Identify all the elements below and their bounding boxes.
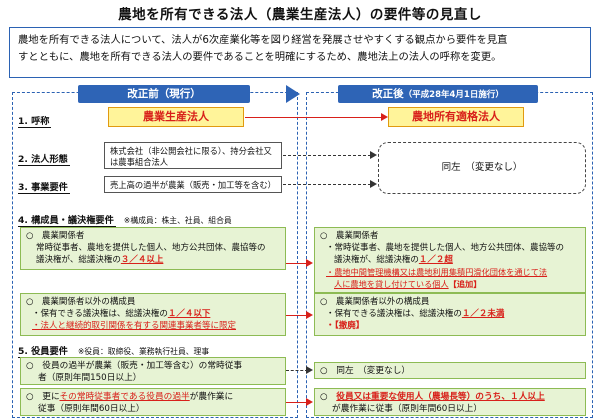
page-title: 農地を所有できる法人（農業生産法人）の要件等の見直し [118,7,482,23]
after-farm-line-1: ・常時従事者、農地を提供した個人、地方公共団体、農協等の [326,243,565,253]
before-form-line-2: は農事組合法人 [110,157,169,167]
after-farm-title: ○ 農業関係者 [320,231,379,241]
after-farm-box: ○ 農業関係者 ・常時従事者、農地を提供した個人、地方公共団体、農協等の 議決権… [314,227,586,293]
after-other-title: ○ 農業関係者以外の構成員 [320,297,430,307]
before-form-line-1: 株式会社（非公開会社に限る）、持分会社又 [110,146,272,156]
before-farm-title: ○ 農業関係者 [26,231,85,241]
after-farm-added: 【追加】 [448,279,482,289]
farm-arrow-line [286,263,308,264]
after-officers-box-1: ○ 同左 （変更なし） [314,362,586,379]
header-arrow-icon [286,85,300,103]
before-other-value: １／４以下 [167,309,211,319]
section-business-label: 3. 事業要件 [18,182,70,194]
before-farm-line-1: 常時従事者、農地を提供した個人、地方公共団体、農協等の [36,243,266,253]
after-other-box: ○ 農業関係者以外の構成員 ・保有できる議決権は、総議決権の１／２未満 ・【撤廃… [314,293,586,336]
before-farm-line-2: 議決権が、総議決権の３／４以上 [36,255,164,265]
before-officers-2-red: その常時従事者である役員の過半 [59,392,190,402]
business-arrow-icon [370,180,377,188]
after-header-date: （平成28年4月1日施行） [403,90,504,100]
intro-line-2: すとともに、農地を所有できる法人の要件であることを明確にするため、農地法上の法人… [18,51,502,63]
section-members-label: 4. 構成員・議決権要件※構成員：株主、社員、組合員 [18,215,232,227]
after-farm-line-4: 人に農地を貸し付けている個人【追加】 [334,279,482,289]
form-arrow-line [283,155,371,156]
after-other-line-1: ・保有できる議決権は、総議決権の１／２未満 [326,309,505,319]
other-arrow-icon [306,311,313,319]
intro-box: 農地を所有できる法人について、法人が6次産業化等を図り経営を発展させやすくする観… [9,27,591,78]
members-note: ※構成員：株主、社員、組合員 [123,216,232,225]
after-other-removed: ・【撤廃】 [326,321,365,331]
other-arrow-line [286,315,308,316]
before-farm-box: ○ 農業関係者 常時従事者、農地を提供した個人、地方公共団体、農協等の 議決権が… [20,227,286,270]
before-officers-2-line-2: 従事（原則年間60日以上） [38,404,145,414]
after-officers-2-line-1: ○ 役員又は重要な使用人（農場長等）のうち、１人以上 [320,392,545,402]
before-officers-box-1: ○ 役員の過半が農業（販売・加工等含む）の常時従事 者（原則年間150日以上） [20,357,286,385]
officers-arrow-icon-1 [306,366,313,374]
after-header: 改正後（平成28年4月1日施行） [338,85,538,103]
section-form-label: 2. 法人形態 [18,154,70,166]
after-name-box: 農地所有適格法人 [388,107,524,127]
after-other-value: １／２未満 [461,309,505,319]
farm-arrow-icon [306,259,313,267]
before-other-line-2: ・法人と継続的取引関係を有する関連事業者等に限定 [32,321,237,331]
after-farm-value: １／２超 [418,255,453,265]
section-name-label: 1. 呼称 [18,116,52,128]
before-header: 改正前（現行） [78,85,250,103]
after-header-label: 改正後 [372,88,404,100]
officers-arrow-line-2 [286,402,308,403]
before-other-line-1: ・保有できる議決権は、総議決権の１／４以下 [32,309,211,319]
same-no-change-oval: 同左 （変更なし） [378,142,586,194]
before-business-box: 売上高の過半が農業（販売・加工等を含む） [104,176,282,193]
before-header-label: 改正前（現行） [127,88,201,100]
after-officers-2-line-2: が農作業に従事（原則年間60日以上） [332,404,483,414]
before-officers-box-2: ○ 更にその常時従事者である役員の過半が農作業に 従事（原則年間60日以上） [20,388,286,416]
after-officers-2-red: 役員又は重要な使用人（農場長等）のうち、１人以上 [336,392,545,402]
officers-note: ※役員：取締役、業務執行社員、理事 [77,347,210,356]
section-officers-label: 5. 役員要件※役員：取締役、業務執行社員、理事 [18,346,210,358]
after-farm-line-3: ・農地中間管理機構又は農地利用集積円滑化団体を通じて法 [326,267,548,277]
before-name-box: 農業生産法人 [108,107,244,127]
name-arrow-line [245,117,383,118]
before-farm-value: ３／４以上 [120,255,164,265]
form-arrow-icon [370,151,377,159]
intro-line-1: 農地を所有できる法人について、法人が6次産業化等を図り経営を発展させやすくする観… [18,34,508,46]
before-form-box: 株式会社（非公開会社に限る）、持分会社又 は農事組合法人 [104,142,282,169]
before-officers-2-line-1: ○ 更にその常時従事者である役員の過半が農作業に [26,392,234,402]
before-other-title: ○ 農業関係者以外の構成員 [26,297,136,307]
after-officers-box-2: ○ 役員又は重要な使用人（農場長等）のうち、１人以上 が農作業に従事（原則年間6… [314,388,586,416]
officers-arrow-icon-2 [306,398,313,406]
name-arrow-icon [381,113,388,121]
before-officers-1-line-1: ○ 役員の過半が農業（販売・加工等含む）の常時従事 [26,361,243,371]
after-farm-line-2: 議決権が、総議決権の１／２超 [334,255,453,265]
business-arrow-line [283,184,371,185]
before-officers-1-line-2: 者（原則年間150日以上） [38,373,142,383]
before-other-box: ○ 農業関係者以外の構成員 ・保有できる議決権は、総議決権の１／４以下 ・法人と… [20,293,286,336]
officers-arrow-line-1 [286,370,308,371]
